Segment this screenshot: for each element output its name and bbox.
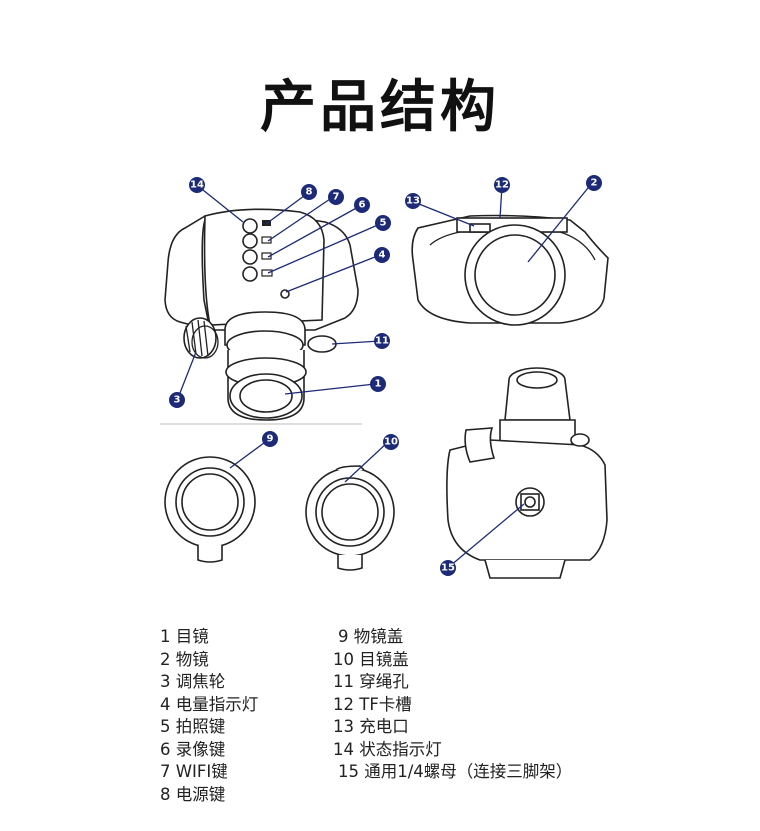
svg-text:2: 2 xyxy=(591,178,598,189)
legend-item: 11 穿绳孔 xyxy=(333,672,409,691)
legend-item: 2 物镜 xyxy=(160,649,209,669)
legend-item: 13 充电口 xyxy=(333,717,409,736)
camera-rear-view xyxy=(164,208,359,421)
camera-front-view xyxy=(411,214,609,326)
legend-item: 14 状态指示灯 xyxy=(333,739,442,759)
svg-text:8: 8 xyxy=(306,187,313,198)
callout-4: 4 xyxy=(374,247,390,263)
callout-6: 6 xyxy=(354,197,370,213)
callout-7: 7 xyxy=(328,189,344,205)
svg-text:7: 7 xyxy=(333,192,340,203)
legend-item: 8 电源键 xyxy=(160,784,226,804)
camera-bottom-view xyxy=(446,367,608,579)
callout-12: 12 xyxy=(494,177,510,193)
svg-text:3: 3 xyxy=(174,395,181,406)
svg-text:5: 5 xyxy=(380,218,387,229)
callout-5: 5 xyxy=(375,215,391,231)
callout-11: 11 xyxy=(374,333,390,349)
legend-item: 3 调焦轮 xyxy=(160,672,226,691)
callout-15: 15 xyxy=(440,560,456,576)
legend-item: 10 目镜盖 xyxy=(333,649,409,669)
svg-text:1: 1 xyxy=(375,379,382,390)
legend-item: 4 电量指示灯 xyxy=(160,694,259,714)
page-title: 产品结构 xyxy=(260,75,500,140)
svg-text:15: 15 xyxy=(441,563,455,574)
svg-text:12: 12 xyxy=(495,180,509,191)
callout-1: 1 xyxy=(370,376,386,392)
callout-14: 14 xyxy=(189,177,205,193)
legend-item: 12 TF卡槽 xyxy=(333,694,412,714)
eyepiece-cap xyxy=(305,465,395,571)
legend-item: 5 拍照键 xyxy=(160,717,226,736)
svg-text:10: 10 xyxy=(384,437,398,448)
legend-item: 15 通用1/4螺母（连接三脚架） xyxy=(338,762,573,781)
legend-item: 1 目镜 xyxy=(160,627,209,646)
legend-right: 9 物镜盖 10 目镜盖 11 穿绳孔 12 TF卡槽 13 充电口 14 状态… xyxy=(333,626,572,784)
callout-13: 13 xyxy=(405,193,421,209)
callout-3: 3 xyxy=(169,392,185,408)
legend-item: 9 物镜盖 xyxy=(338,627,404,646)
callout-10: 10 xyxy=(383,434,399,450)
svg-text:6: 6 xyxy=(359,200,366,211)
legend-left: 1 目镜 2 物镜 3 调焦轮 4 电量指示灯 5 拍照键 6 录像键 7 WI… xyxy=(160,626,258,806)
legend-item: 6 录像键 xyxy=(160,739,226,759)
svg-text:14: 14 xyxy=(190,180,204,191)
legend-item: 7 WIFI键 xyxy=(160,762,228,781)
svg-text:11: 11 xyxy=(375,336,389,347)
callout-9: 9 xyxy=(262,431,278,447)
svg-text:13: 13 xyxy=(406,196,420,207)
svg-text:4: 4 xyxy=(379,250,386,261)
callout-2: 2 xyxy=(586,175,602,191)
objective-cap xyxy=(164,456,256,563)
svg-text:9: 9 xyxy=(267,434,274,445)
callout-8: 8 xyxy=(301,184,317,200)
